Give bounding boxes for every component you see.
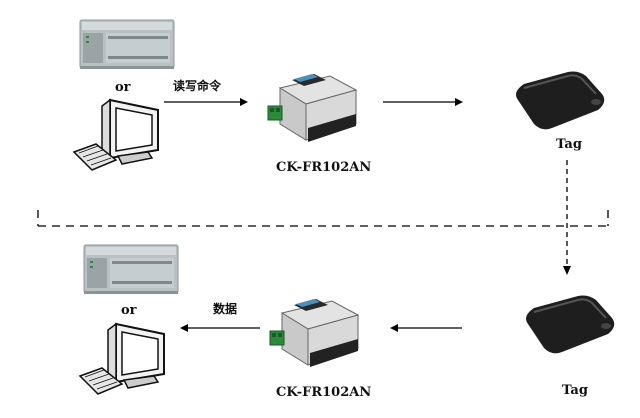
or-label-bottom: or	[121, 303, 137, 318]
rfid-tag-icon	[516, 71, 605, 130]
rfid-tag-icon	[526, 295, 615, 354]
computer-icon	[72, 98, 159, 171]
device-label-bottom: CK-FR102AN	[276, 385, 372, 400]
command-label: 读写命令	[173, 79, 222, 93]
arrow-left-icon	[390, 324, 462, 332]
rfid-reader-icon	[269, 299, 360, 367]
tag-label-bottom: Tag	[562, 383, 588, 398]
arrow-right-icon	[383, 98, 463, 106]
arrow-down-icon	[563, 160, 571, 275]
device-label-top: CK-FR102AN	[276, 160, 372, 175]
or-label-top: or	[115, 80, 131, 95]
arrow-right-icon	[164, 98, 248, 106]
data-label: 数据	[213, 302, 238, 316]
rfid-reader-icon	[267, 74, 358, 142]
computer-icon	[78, 322, 165, 395]
arrow-left-icon	[180, 324, 260, 332]
plc-controller-icon	[83, 244, 179, 294]
tag-label-top: Tag	[556, 137, 582, 152]
plc-controller-icon	[79, 19, 175, 69]
